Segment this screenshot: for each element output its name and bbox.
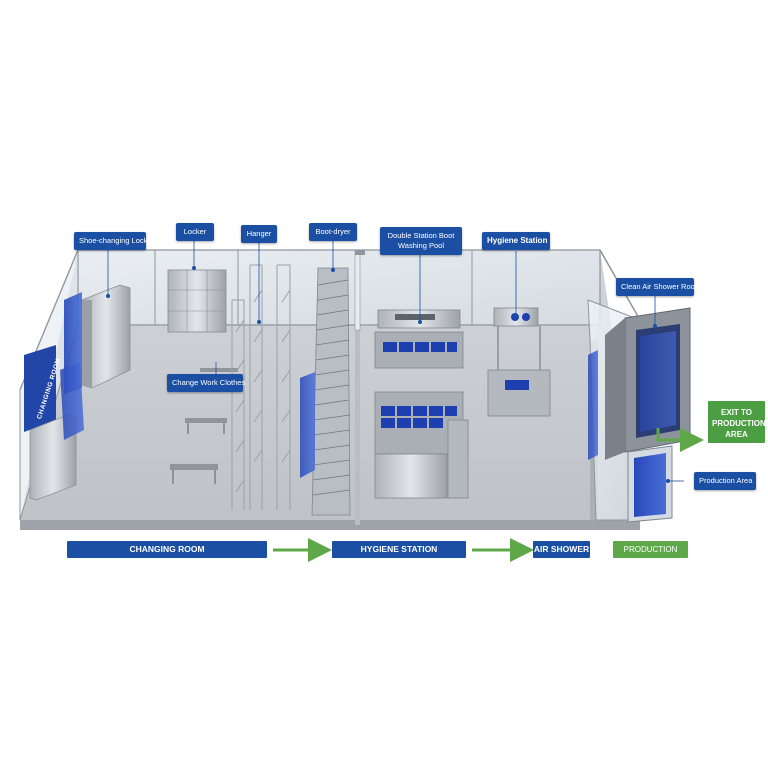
shoe-locker-label: Shoe-changing Locker bbox=[74, 232, 154, 250]
boot-dryer-label: Boot-dryer bbox=[309, 223, 357, 241]
flow-step-hygiene-station: HYGIENE STATION bbox=[332, 541, 466, 558]
changing-room-wall-sign bbox=[24, 345, 56, 432]
locker-label: Locker bbox=[176, 223, 214, 241]
callout-leaders bbox=[106, 237, 684, 483]
benches bbox=[170, 368, 238, 484]
hanger-label: Hanger bbox=[241, 225, 277, 243]
air-shower-room bbox=[605, 307, 691, 460]
flow-step-production-area: PRODUCTION AREA bbox=[613, 541, 688, 571]
exit-to-production-area: EXIT TO PRODUCTION AREA bbox=[708, 401, 766, 443]
back-locker bbox=[167, 269, 227, 333]
change-work-clothes-label: Change Work Clothes bbox=[167, 374, 245, 392]
production-area-door-label: Production Area bbox=[694, 472, 756, 490]
hygiene-station-label: Hygiene Station bbox=[482, 232, 550, 250]
left-lockers bbox=[29, 284, 131, 501]
flow-step-air-shower: AIR SHOWER bbox=[533, 541, 590, 558]
production-area-door bbox=[588, 350, 673, 523]
boot-washing-pool-label: Double Station Boot Washing Pool bbox=[380, 227, 462, 255]
hanger-racks bbox=[231, 264, 291, 510]
flow-step-changing-room: CHANGING ROOM bbox=[67, 541, 267, 558]
clean-air-shower-room-label: Clean Air Shower Room bbox=[616, 278, 701, 296]
flow-arrows bbox=[273, 428, 704, 562]
boot-dryer bbox=[300, 267, 351, 516]
boot-washing-pool bbox=[374, 309, 469, 499]
